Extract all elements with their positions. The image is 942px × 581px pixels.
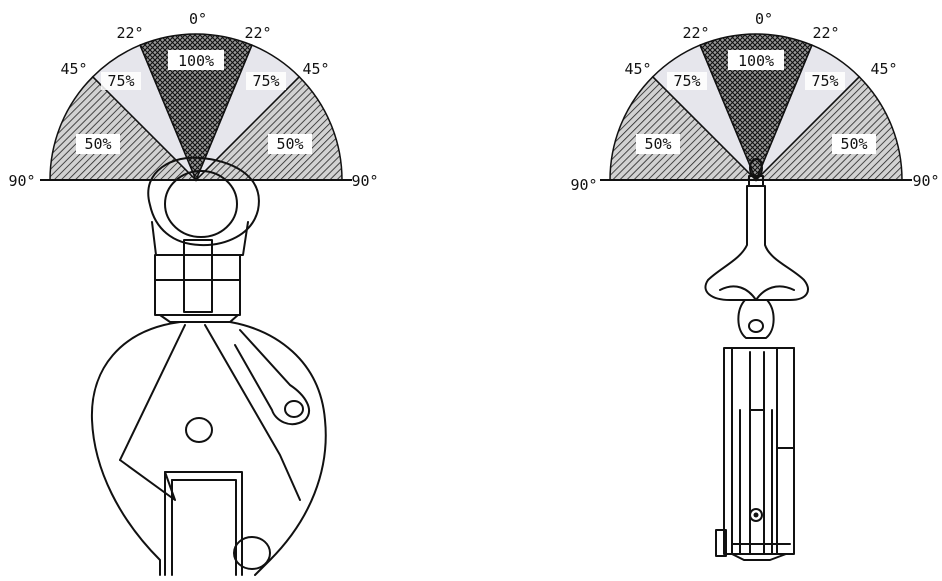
right-capacity-75-left: 75%: [673, 72, 700, 90]
left-capacity-50-right: 50%: [276, 135, 303, 153]
right-angle-45-left: 45°: [624, 60, 651, 78]
left-angle-22-right: 22°: [244, 24, 271, 42]
right-capacity-100: 100%: [738, 52, 774, 70]
left-angle-45-left: 45°: [60, 60, 87, 78]
left-capacity-50-left: 50%: [84, 135, 111, 153]
left-angle-45-right: 45°: [302, 60, 329, 78]
left-capacity-75-left: 75%: [107, 72, 134, 90]
left-angle-gauge: 100% 75% 75% 50% 50% 0° 22° 22° 45° 45° …: [8, 10, 378, 190]
right-angle-90-right: 90°: [912, 172, 939, 190]
right-zone-50-right: [754, 75, 903, 181]
left-angle-0: 0°: [189, 10, 207, 28]
left-angle-22-left: 22°: [116, 24, 143, 42]
right-angle-45-right: 45°: [870, 60, 897, 78]
left-zone-50-right: [194, 75, 343, 181]
side-view-clamp: [704, 158, 809, 561]
right-zone-50-left: [609, 75, 758, 181]
right-capacity-75-right: 75%: [811, 72, 838, 90]
right-angle-90-left: 90°: [570, 176, 597, 194]
right-angle-22-right: 22°: [812, 24, 839, 42]
left-capacity-75-right: 75%: [252, 72, 279, 90]
right-angle-22-left: 22°: [682, 24, 709, 42]
vertical-plate-clamp: [90, 156, 327, 576]
left-zone-50-left: [49, 75, 198, 181]
right-capacity-50-right: 50%: [840, 135, 867, 153]
left-angle-90-right: 90°: [351, 172, 378, 190]
left-angle-90-left: 90°: [8, 172, 35, 190]
right-zone-100: [699, 33, 813, 182]
right-angle-0: 0°: [755, 10, 773, 28]
left-zone-100: [139, 33, 253, 182]
right-capacity-50-left: 50%: [644, 135, 671, 153]
left-capacity-100: 100%: [178, 52, 214, 70]
right-angle-gauge: 100% 75% 75% 50% 50% 0° 22° 22° 45° 45° …: [570, 10, 939, 194]
